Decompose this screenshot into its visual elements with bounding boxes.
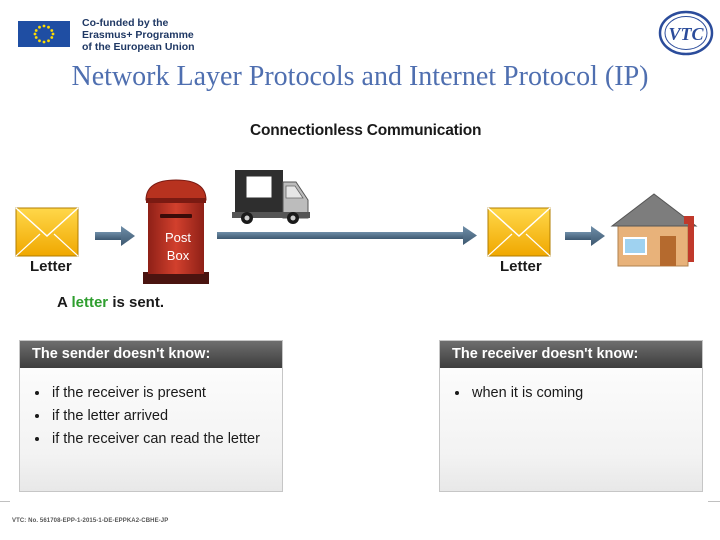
post-box-icon: Post Box [143, 179, 209, 284]
connectionless-diagram: Post Box [15, 170, 698, 284]
diagram-subtitle: Connectionless Communication [248, 122, 484, 140]
eu-cofunded-text: Co-funded by the Erasmus+ Programme of t… [82, 17, 195, 53]
receiver-panel: The receiver doesn't know: when it is co… [439, 340, 703, 492]
vtc-logo-icon: VTC [658, 10, 714, 56]
post-box-label-box: Box [167, 248, 190, 263]
sender-panel: The sender doesn't know: if the receiver… [19, 340, 283, 492]
page-title: Network Layer Protocols and Internet Pro… [71, 62, 649, 92]
sender-list: if the receiver is present if the letter… [20, 382, 282, 451]
receiver-panel-heading: The receiver doesn't know: [440, 341, 702, 368]
truck-icon [232, 170, 310, 224]
post-box-label-post: Post [165, 230, 191, 245]
envelope-right-icon [487, 207, 551, 257]
list-item: when it is coming [470, 382, 702, 405]
arrow-to-house-icon [565, 226, 605, 246]
footer-project-number: VTC: No. 561708-EPP-1-2015-1-DE-EPPKA2-C… [12, 518, 169, 524]
vtc-logo-text: VTC [668, 24, 704, 44]
list-item: if the receiver can read the letter [50, 428, 282, 451]
letter-sent-caption: A letter is sent. [57, 294, 165, 311]
eu-flag-icon [16, 20, 72, 48]
envelope-left-icon [15, 207, 79, 257]
letter-left-label: Letter [30, 258, 72, 275]
footer-divider-right [708, 501, 720, 502]
footer-divider-left [0, 501, 10, 502]
list-item: if the letter arrived [50, 405, 282, 428]
letter-right-label: Letter [500, 258, 542, 275]
list-item: if the receiver is present [50, 382, 282, 405]
house-icon [610, 193, 698, 267]
arrow-right-icon [95, 226, 135, 246]
sender-panel-heading: The sender doesn't know: [20, 341, 282, 368]
long-arrow-icon [217, 226, 477, 245]
receiver-list: when it is coming [440, 382, 702, 405]
